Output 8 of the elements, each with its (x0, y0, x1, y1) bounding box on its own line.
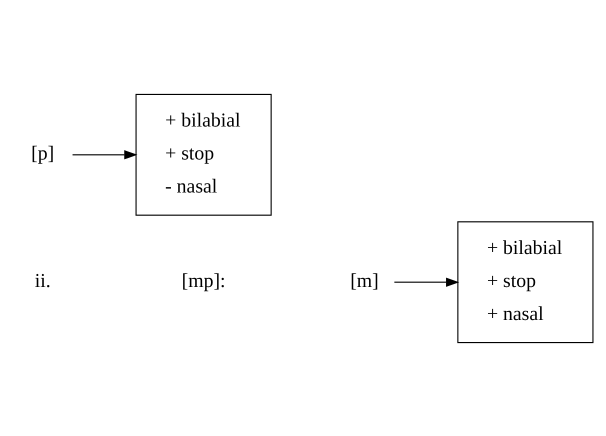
node-box: + bilabial + stop + nasal (457, 220, 594, 343)
arrow (72, 150, 138, 159)
node-text: [m] (350, 270, 379, 292)
node-text: [p] (31, 142, 54, 164)
arrow (394, 277, 460, 286)
label: ii. (34, 270, 51, 292)
node-box: + bilabial + stop - nasal (136, 93, 272, 216)
label: [mp]: (182, 270, 226, 292)
